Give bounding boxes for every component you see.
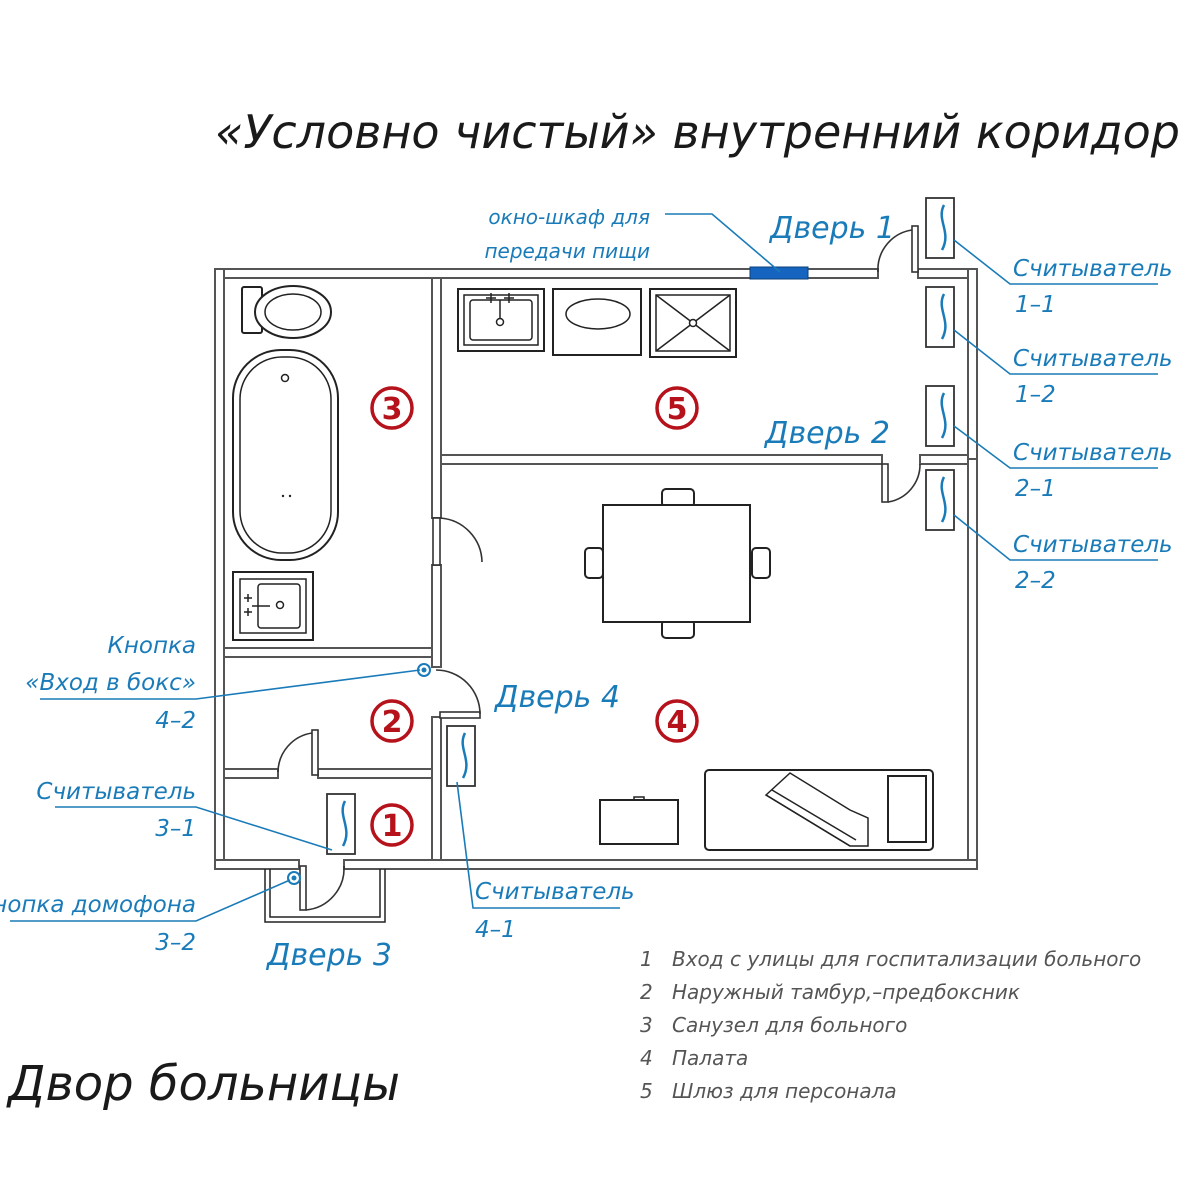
button-box-code: 4–2 xyxy=(155,708,196,734)
bathroom-sink-icon xyxy=(232,571,314,641)
wall-bottom-left xyxy=(214,859,300,870)
svg-text:Палата: Палата xyxy=(672,1046,748,1070)
airlock-toilet-icon xyxy=(552,288,642,356)
reader-2-1-label: Считыватель xyxy=(1013,440,1173,466)
door-3[interactable] xyxy=(299,865,345,911)
toilet-icon xyxy=(241,285,332,339)
leader-lines xyxy=(10,213,1158,922)
legend: 1 Вход с улицы для госпитализации больно… xyxy=(640,947,1141,1103)
svg-text:Наружный тамбур,–предбоксник: Наружный тамбур,–предбоксник xyxy=(672,980,1020,1004)
reader-1-2[interactable] xyxy=(925,286,955,348)
reader-2-1[interactable] xyxy=(925,385,955,447)
legend-item: 1 Вход с улицы для госпитализации больно… xyxy=(640,947,1141,971)
legend-item: 3 Санузел для больного xyxy=(640,1013,907,1037)
button-intercom-label: Кнопка домофона xyxy=(0,892,196,918)
reader-2-1-code: 2–1 xyxy=(1015,476,1056,502)
reader-4-1[interactable] xyxy=(446,725,476,787)
bed-icon xyxy=(704,769,934,851)
door-bathroom[interactable] xyxy=(432,517,483,566)
card-readers xyxy=(326,197,955,855)
fixtures xyxy=(232,285,934,851)
door-1[interactable] xyxy=(877,225,919,273)
svg-text:Вход с улицы для госпитализаци: Вход с улицы для госпитализации больного xyxy=(672,947,1141,971)
wall-right-2 xyxy=(967,458,978,870)
walls xyxy=(214,266,978,923)
wall-vertical-upper xyxy=(431,277,442,519)
window-label-2: передачи пищи xyxy=(484,239,650,263)
door-2[interactable] xyxy=(881,463,921,503)
reader-3-1-label: Считыватель xyxy=(36,779,196,805)
wall-h-bath xyxy=(223,647,433,658)
nightstand-icon xyxy=(599,796,679,845)
reader-2-2[interactable] xyxy=(925,469,955,531)
reader-1-1-code: 1–1 xyxy=(1015,292,1056,318)
button-box-label-1: Кнопка xyxy=(108,633,196,659)
svg-text:1: 1 xyxy=(640,947,653,971)
reader-3-1-code: 3–1 xyxy=(155,816,196,842)
door-4[interactable] xyxy=(435,669,481,719)
food-window xyxy=(749,266,809,280)
button-intercom-code: 3–2 xyxy=(155,930,196,956)
wall-bottom-right xyxy=(343,859,978,870)
page-title: «Условно чистый» внутренний коридор xyxy=(215,105,1180,159)
wall-vertical-lower xyxy=(431,716,442,861)
svg-text:3: 3 xyxy=(382,392,403,427)
reader-1-2-label: Считыватель xyxy=(1013,346,1173,372)
room-marker-3: 3 xyxy=(370,386,414,430)
room-marker-1: 1 xyxy=(370,803,414,847)
door-2-label: Дверь 2 xyxy=(763,416,890,451)
wall-h-airlock xyxy=(440,454,883,465)
svg-text:4: 4 xyxy=(640,1046,653,1070)
svg-text:Шлюз для персонала: Шлюз для персонала xyxy=(672,1079,897,1103)
wall-h-vestibule-right xyxy=(317,768,433,779)
legend-item: 5 Шлюз для персонала xyxy=(640,1079,897,1103)
reader-4-1-code: 4–1 xyxy=(475,917,516,943)
wall-h-vestibule-left xyxy=(223,768,279,779)
door-3-label: Дверь 3 xyxy=(265,938,392,973)
wall-h-airlock-right xyxy=(919,454,969,465)
room-marker-4: 4 xyxy=(655,699,699,743)
wall-right-1 xyxy=(967,268,978,460)
porch xyxy=(264,869,386,923)
svg-text:4: 4 xyxy=(667,705,688,740)
doors xyxy=(277,225,921,911)
svg-text:3: 3 xyxy=(640,1013,653,1037)
svg-text:1: 1 xyxy=(382,809,403,844)
bathtub-icon xyxy=(232,349,339,561)
reader-3-1[interactable] xyxy=(326,793,356,855)
legend-item: 4 Палата xyxy=(640,1046,748,1070)
svg-text:Санузел для больного: Санузел для больного xyxy=(672,1013,907,1037)
window-label-1: окно-шкаф для xyxy=(488,205,650,229)
svg-text:2: 2 xyxy=(640,980,653,1004)
reader-4-1-label: Считыватель xyxy=(475,879,635,905)
room-marker-5: 5 xyxy=(655,386,699,430)
shower-icon xyxy=(649,288,737,358)
reader-2-2-code: 2–2 xyxy=(1015,568,1056,594)
courtyard-label: Двор больницы xyxy=(6,1056,400,1112)
table-icon xyxy=(584,488,771,639)
svg-text:5: 5 xyxy=(640,1079,653,1103)
door-vestibule[interactable] xyxy=(277,729,319,776)
door-4-label: Дверь 4 xyxy=(493,680,620,715)
wall-left xyxy=(214,268,225,870)
legend-item: 2 Наружный тамбур,–предбоксник xyxy=(640,980,1020,1004)
door-1-label: Дверь 1 xyxy=(768,211,895,246)
reader-1-1-label: Считыватель xyxy=(1013,256,1173,282)
airlock-sink-icon xyxy=(457,288,545,352)
svg-text:5: 5 xyxy=(667,392,688,427)
svg-text:2: 2 xyxy=(382,705,403,740)
button-intercom[interactable] xyxy=(287,871,301,885)
reader-2-2-label: Считыватель xyxy=(1013,532,1173,558)
room-marker-2: 2 xyxy=(370,699,414,743)
button-box-label-2: «Вход в бокс» xyxy=(25,670,196,696)
reader-1-2-code: 1–2 xyxy=(1015,382,1056,408)
wall-vertical-mid xyxy=(431,564,442,668)
reader-1-1[interactable] xyxy=(925,197,955,259)
porch-inner xyxy=(269,869,381,918)
